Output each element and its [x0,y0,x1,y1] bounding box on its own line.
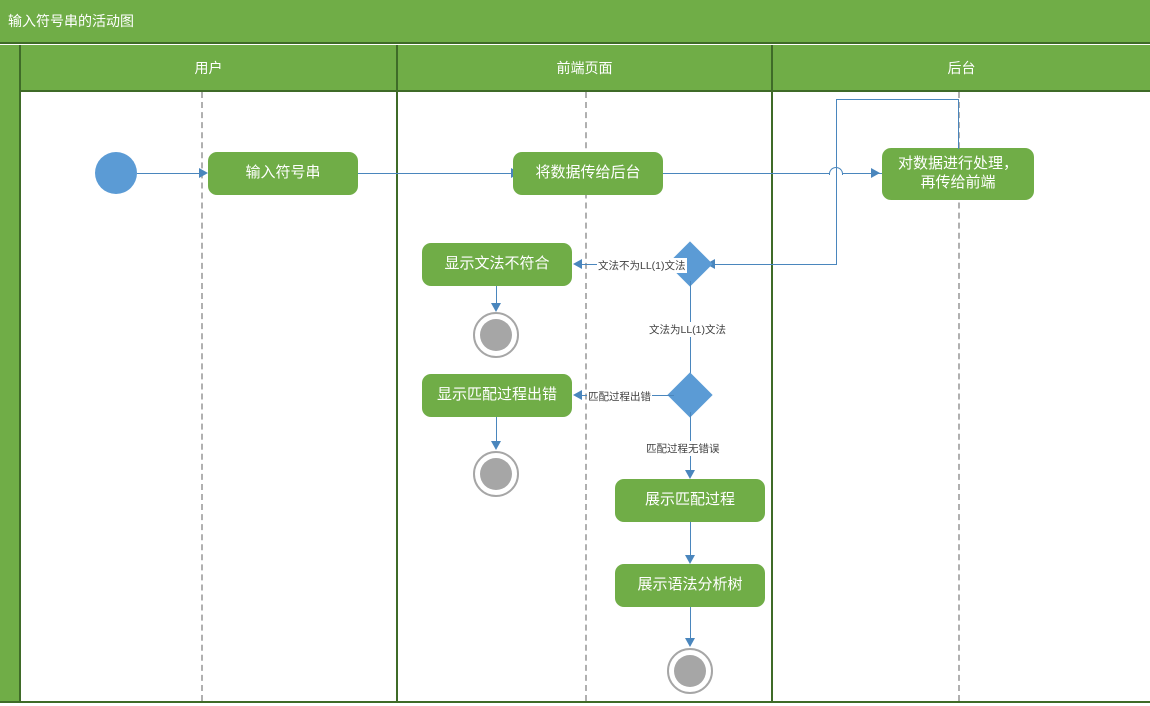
edge-label-is-ll1: 文法为LL(1)文法 [648,322,728,337]
edge-send-to-backend-process-arrowhead [871,168,880,178]
edge-match-error-to-end [496,417,497,441]
edge-mismatch-to-end [496,286,497,309]
activity-show-parse-tree-label: 展示语法分析树 [637,576,743,594]
edge-label-match-no-error: 匹配过程无错误 [645,441,721,456]
activity-backend-process-label: 对数据进行处理， 再传给前端 [897,155,1018,191]
activity-show-match-process-label: 展示匹配过程 [644,491,735,509]
edge-parse-tree-to-end [690,607,691,640]
activity-show-grammar-mismatch-label: 显示文法不符合 [444,255,550,273]
edge-return-segment-top [836,99,959,100]
lane-guide-user [201,92,203,701]
activity-show-match-error-label: 显示匹配过程出错 [436,386,557,404]
edge-return-segment-to-decision [708,264,837,265]
lane-header-frontend-label: 前端页面 [556,59,613,76]
edge-decision2-ok-arrowhead [685,470,695,479]
lane-guide-frontend [585,92,587,701]
diagram-title-bar: 输入符号串的活动图 [0,0,1150,44]
pool-name-band [0,45,21,703]
lane-header-backend-label: 后台 [947,59,976,76]
activity-send-to-backend-label: 将数据传给后台 [535,164,641,182]
edge-match-error-to-end-arrowhead [491,441,501,450]
activity-input-symbol-label: 输入符号串 [245,164,321,182]
edge-parse-tree-to-end-arrowhead [685,638,695,647]
lane-guide-backend [958,92,960,701]
lane-header-frontend: 前端页面 [398,45,773,92]
lane-header-user-label: 用户 [194,59,223,76]
edge-send-to-backend-process [663,173,882,174]
start-node[interactable] [95,152,137,194]
edge-decision2-error-arrowhead [573,390,582,400]
edge-label-not-ll1: 文法不为LL(1)文法 [597,258,687,273]
edge-input-to-send [358,173,513,174]
lane-header-user: 用户 [21,45,398,92]
end-node-grammar[interactable] [473,312,519,358]
activity-send-to-backend[interactable]: 将数据传给后台 [513,152,663,195]
edge-match-process-to-parse-tree-arrowhead [685,555,695,564]
edge-start-to-input [137,173,200,174]
activity-input-symbol[interactable]: 输入符号串 [208,152,358,195]
edge-return-segment-down [836,99,837,265]
edge-label-match-error: 匹配过程出错 [587,389,652,404]
edge-start-to-input-arrowhead [199,168,208,178]
edge-return-segment-up [958,99,959,149]
diagram-title: 输入符号串的活动图 [8,13,134,29]
activity-show-grammar-mismatch[interactable]: 显示文法不符合 [422,243,572,286]
edge-mismatch-to-end-arrowhead [491,303,501,312]
pool-bottom-border [0,701,1150,703]
activity-show-match-error[interactable]: 显示匹配过程出错 [422,374,572,417]
edge-decision1-no-arrowhead [573,259,582,269]
end-node-success[interactable] [667,648,713,694]
end-node-match-error[interactable] [473,451,519,497]
lane-header-backend: 后台 [773,45,1150,92]
activity-show-parse-tree[interactable]: 展示语法分析树 [615,564,765,607]
activity-show-match-process[interactable]: 展示匹配过程 [615,479,765,522]
activity-backend-process[interactable]: 对数据进行处理， 再传给前端 [882,148,1034,200]
edge-match-process-to-parse-tree [690,522,691,556]
